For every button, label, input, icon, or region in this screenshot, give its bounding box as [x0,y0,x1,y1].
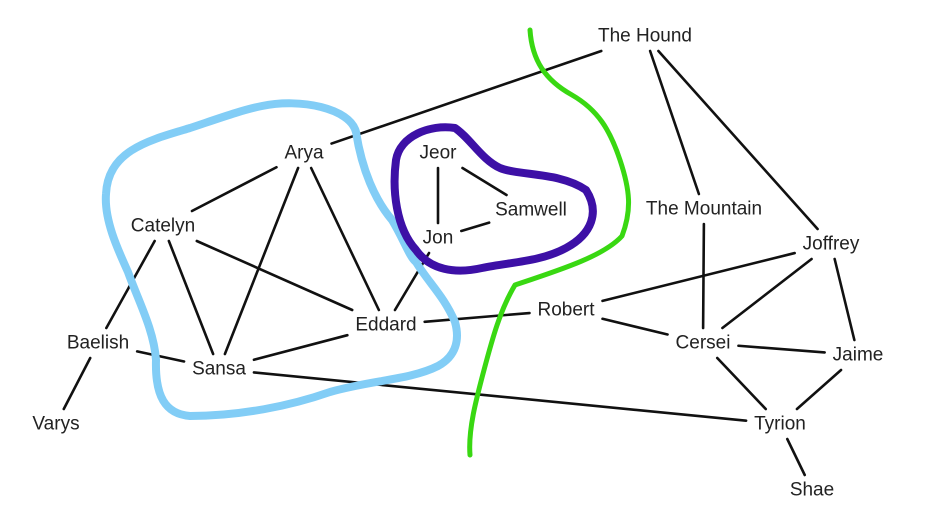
node-label-jaime: Jaime [833,345,884,366]
node-label-jon: Jon [423,228,454,249]
edge-eddard-robert [423,311,531,324]
edge-hound-joffrey [657,49,819,231]
node-label-sansa: Sansa [192,359,246,380]
node-label-joffrey: Joffrey [803,234,860,255]
edge-arya-hound [330,49,603,145]
edge-baelish-varys [62,356,92,411]
edge-arya-eddard [309,166,381,312]
node-label-hound: The Hound [598,26,692,47]
edge-cersei-jaime [737,344,826,354]
node-label-samwell: Samwell [495,200,567,221]
divider-line [467,27,632,458]
edge-sansa-eddard [252,333,349,362]
node-label-cersei: Cersei [676,333,731,354]
edge-arya-catelyn [190,165,278,213]
node-label-varys: Varys [32,414,79,435]
node-label-jeor: Jeor [420,143,458,164]
edge-cersei-tyrion [715,356,768,411]
stark-group-outline [101,99,461,420]
node-label-robert: Robert [537,300,595,321]
node-label-eddard: Eddard [355,315,416,336]
annotation-layer [101,27,632,458]
edge-joffrey-cersei [721,257,813,330]
node-label-baelish: Baelish [67,333,129,354]
node-label-mountain: The Mountain [646,199,762,220]
edge-layer [62,49,856,477]
edge-jon-samwell [460,221,491,233]
edge-tyrion-shae [785,437,807,477]
edge-arya-sansa [223,166,300,356]
edge-robert-cersei [601,317,669,336]
edge-baelish-sansa [135,350,186,363]
edge-mountain-cersei [701,222,706,330]
node-label-catelyn: Catelyn [131,216,195,237]
watch-group-outline [390,123,597,275]
edge-catelyn-sansa [167,239,215,356]
edge-catelyn-eddard [195,239,354,312]
edge-robert-joffrey [601,251,796,303]
edge-joffrey-jaime [833,257,856,342]
edge-sansa-tyrion [252,371,748,422]
edge-hound-mountain [648,49,701,196]
edge-jaime-tyrion [795,368,843,411]
node-label-shae: Shae [790,480,834,501]
node-label-arya: Arya [284,143,324,164]
node-label-tyrion: Tyrion [754,414,806,435]
edge-jeor-samwell [461,166,508,197]
